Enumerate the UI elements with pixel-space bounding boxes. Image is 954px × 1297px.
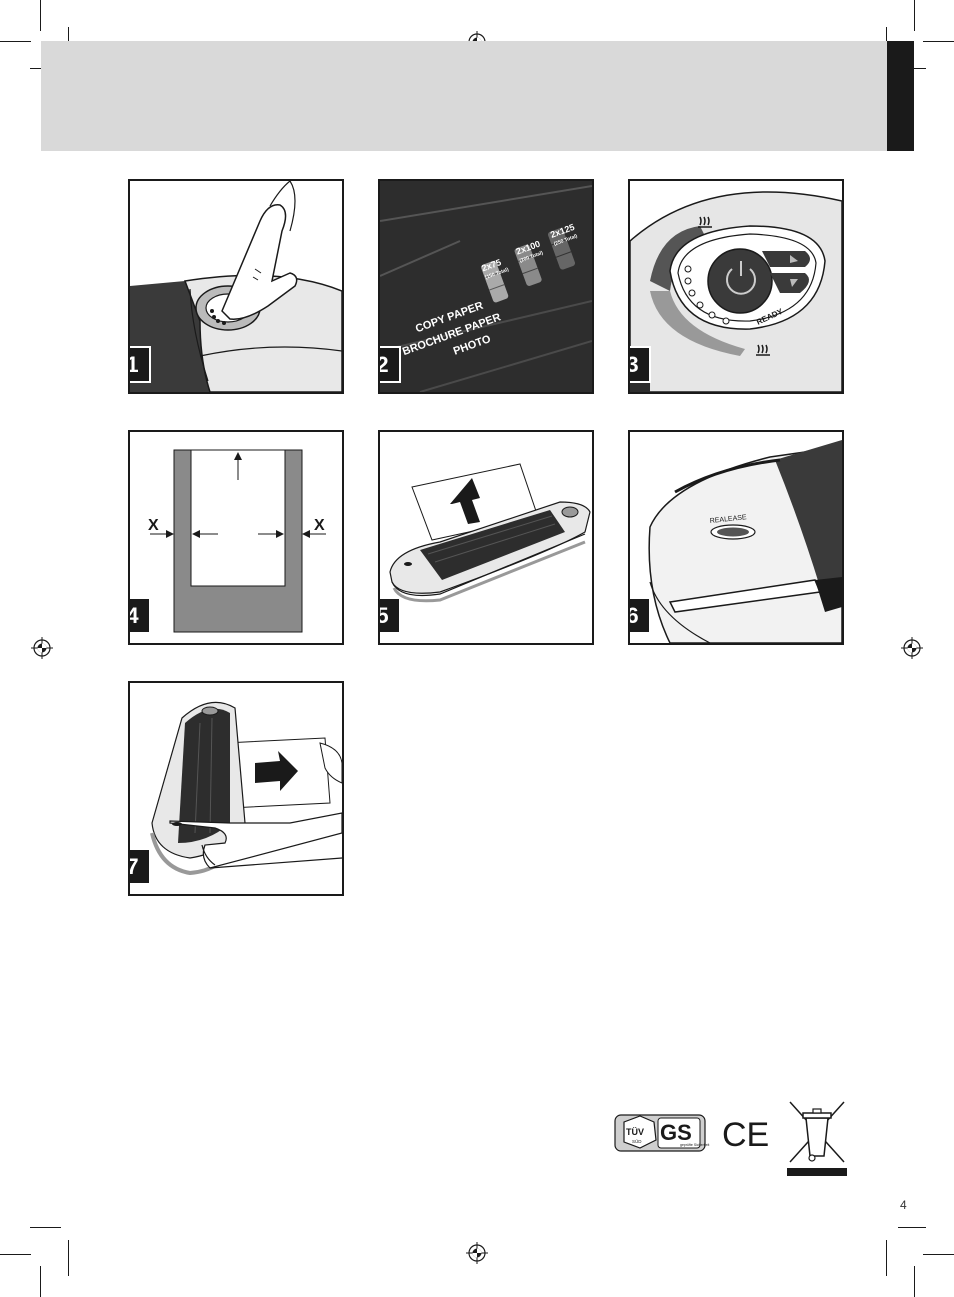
registration-mark-icon bbox=[466, 1242, 488, 1264]
gs-label: GS bbox=[660, 1120, 692, 1145]
step-number-badge: 4 bbox=[130, 597, 151, 634]
step-3-panel: READY 3 bbox=[628, 179, 844, 394]
page-number: 4 bbox=[900, 1198, 907, 1212]
margin-x-left-label: X bbox=[148, 517, 159, 534]
crop-mark bbox=[898, 1227, 926, 1228]
step-2-panel: COPY PAPER BROCHURE PAPER PHOTO 2x75 (15… bbox=[378, 179, 594, 394]
registration-mark-icon bbox=[901, 637, 923, 659]
power-button-press-illustration bbox=[130, 181, 342, 392]
release-button-illustration: REALEASE bbox=[648, 440, 842, 643]
step-number-badge: 5 bbox=[380, 597, 401, 634]
crop-mark bbox=[68, 1240, 69, 1276]
tuv-label: TÜV bbox=[626, 1127, 644, 1137]
control-panel-ready-illustration: READY bbox=[630, 191, 842, 392]
paper-type-selector-illustration: COPY PAPER BROCHURE PAPER PHOTO 2x75 (15… bbox=[380, 181, 592, 392]
step-number-badge: 7 bbox=[130, 848, 151, 885]
registration-mark-icon bbox=[31, 637, 53, 659]
crop-mark bbox=[40, 0, 41, 31]
heat-icon bbox=[698, 216, 712, 228]
crop-mark bbox=[40, 1266, 41, 1297]
crop-mark bbox=[0, 41, 31, 42]
crop-mark bbox=[914, 1266, 915, 1297]
step-number-badge: 6 bbox=[630, 597, 651, 634]
step-6-panel: REALEASE 6 bbox=[628, 430, 844, 645]
crossed-bin-icon bbox=[787, 1101, 847, 1176]
tuv-sub-label: SÜD bbox=[632, 1138, 642, 1144]
certification-logos: TÜV SÜD GS geprüfte Sicherheit CE bbox=[614, 1101, 847, 1176]
crop-mark bbox=[0, 1254, 31, 1255]
step-number-badge: 2 bbox=[380, 346, 401, 383]
ce-mark: CE bbox=[722, 1116, 769, 1154]
crop-mark bbox=[886, 1240, 887, 1276]
step-5-panel: 5 bbox=[378, 430, 594, 645]
tuv-octagon-icon bbox=[623, 1115, 657, 1149]
pouch-margin-diagram: X X bbox=[148, 449, 326, 633]
language-tab bbox=[887, 41, 914, 151]
crop-mark bbox=[923, 1254, 954, 1255]
certification-marks: TÜV SÜD GS geprüfte Sicherheit CE bbox=[614, 1096, 850, 1180]
step-4-panel: X X 4 bbox=[128, 430, 344, 645]
crop-mark bbox=[30, 1227, 61, 1228]
margin-x-right-label: X bbox=[314, 517, 325, 534]
crop-mark bbox=[923, 41, 954, 42]
heat-icon bbox=[756, 344, 770, 356]
step-number-badge: 3 bbox=[630, 346, 651, 383]
step-7-panel: 7 bbox=[128, 681, 344, 896]
release-jam-illustration bbox=[150, 701, 342, 876]
header-band bbox=[41, 41, 887, 151]
crop-mark bbox=[914, 0, 915, 31]
step-1-panel: 1 bbox=[128, 179, 344, 394]
step-number-badge: 1 bbox=[130, 346, 151, 383]
insert-pouch-illustration bbox=[389, 463, 591, 603]
release-label: REALEASE bbox=[709, 514, 747, 525]
gs-sub-label: geprüfte Sicherheit bbox=[680, 1143, 709, 1147]
